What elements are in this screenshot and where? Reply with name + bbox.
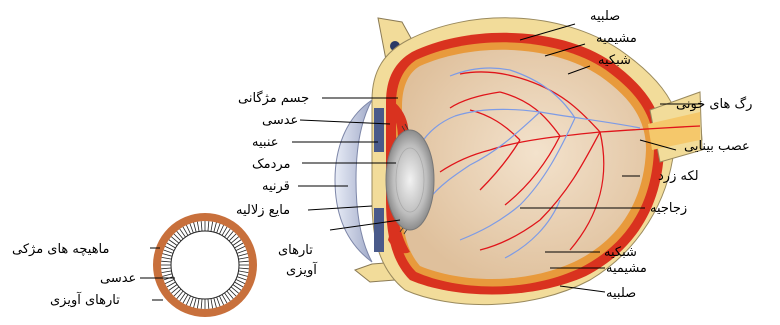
- label-optic-nerve: عصب بینایی: [684, 139, 750, 154]
- inset-lens-diagram: [153, 213, 257, 317]
- label-aqueous: مایع زلالیه: [236, 203, 290, 218]
- label-inset-ciliary: ماهیچه های مژکی: [12, 242, 109, 257]
- label-lens: عدسی: [262, 113, 298, 128]
- label-retina-bottom: شبکیه: [604, 245, 637, 260]
- label-blood-vessels: رگ های خونی: [676, 95, 752, 112]
- label-choroid-bottom: مشیمیه: [606, 261, 647, 276]
- label-iris: عنبیه: [252, 135, 279, 150]
- label-pupil: مردمک: [252, 157, 291, 172]
- label-vitreous: زجاجیه: [650, 201, 687, 216]
- label-sclera-bottom: صلبیه: [606, 286, 636, 301]
- inset-lens: [171, 231, 239, 299]
- label-choroid-top: مشیمیه: [596, 31, 637, 46]
- label-cornea: قرنیه: [262, 179, 290, 194]
- lens: [386, 130, 434, 230]
- label-zonule-line2: آویزی: [286, 261, 318, 278]
- label-inset-lens: عدسی: [100, 271, 136, 286]
- label-ciliary-body: جسم مژگانی: [238, 90, 309, 106]
- label-macula: لکه زرد: [658, 169, 699, 184]
- label-sclera-top: صلبیه: [590, 9, 620, 24]
- label-zonule-line1: تارهای: [278, 243, 313, 258]
- label-inset-zonule: تارهای آویزی: [50, 291, 120, 308]
- cornea: [335, 100, 372, 262]
- label-retina-top: شبکیه: [598, 53, 631, 68]
